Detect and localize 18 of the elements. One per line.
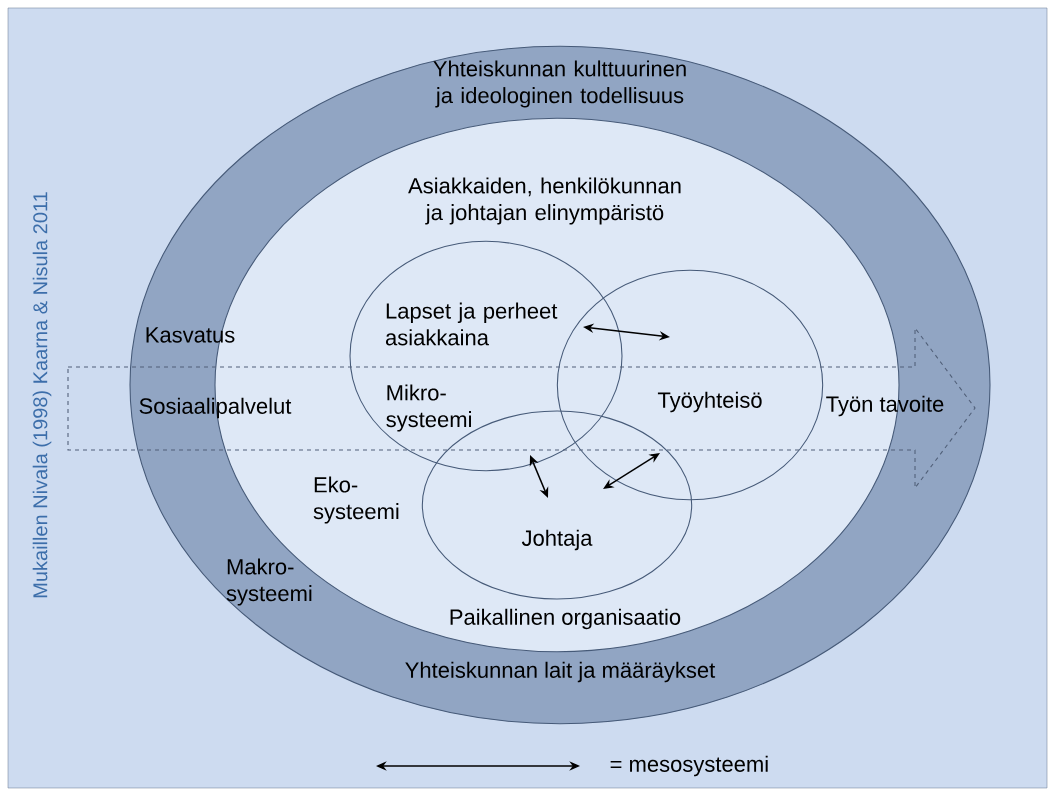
- label: Eko-systeemi: [313, 476, 399, 524]
- label: Mikro-systeemi: [386, 384, 471, 432]
- label: Lapset ja perheet asiakkaina: [385, 302, 558, 346]
- label: Asiakkaiden, henkilökunnan ja johtajan elinympäristö: [408, 177, 681, 225]
- label: Työyhteisö: [657, 391, 762, 413]
- arrow: [529, 455, 549, 498]
- label: Yhteiskunnan lait ja määräykset: [405, 661, 716, 683]
- circle: [556, 269, 824, 501]
- label: Yhteiskunnan kulttuurinen ja ideologinen todellisuus: [433, 60, 686, 108]
- label: Johtaja: [521, 529, 593, 551]
- label: Paikallinen organisaatio: [450, 608, 681, 630]
- circle: [349, 240, 623, 472]
- arrow: [603, 453, 660, 489]
- legend-text: = mesosysteemi: [610, 755, 768, 777]
- label: Kasvatus: [146, 327, 235, 343]
- label: Makro-systeemi: [226, 558, 312, 606]
- label: Työn tavoite: [826, 395, 944, 417]
- label: Sosiaalipalvelut: [139, 397, 292, 419]
